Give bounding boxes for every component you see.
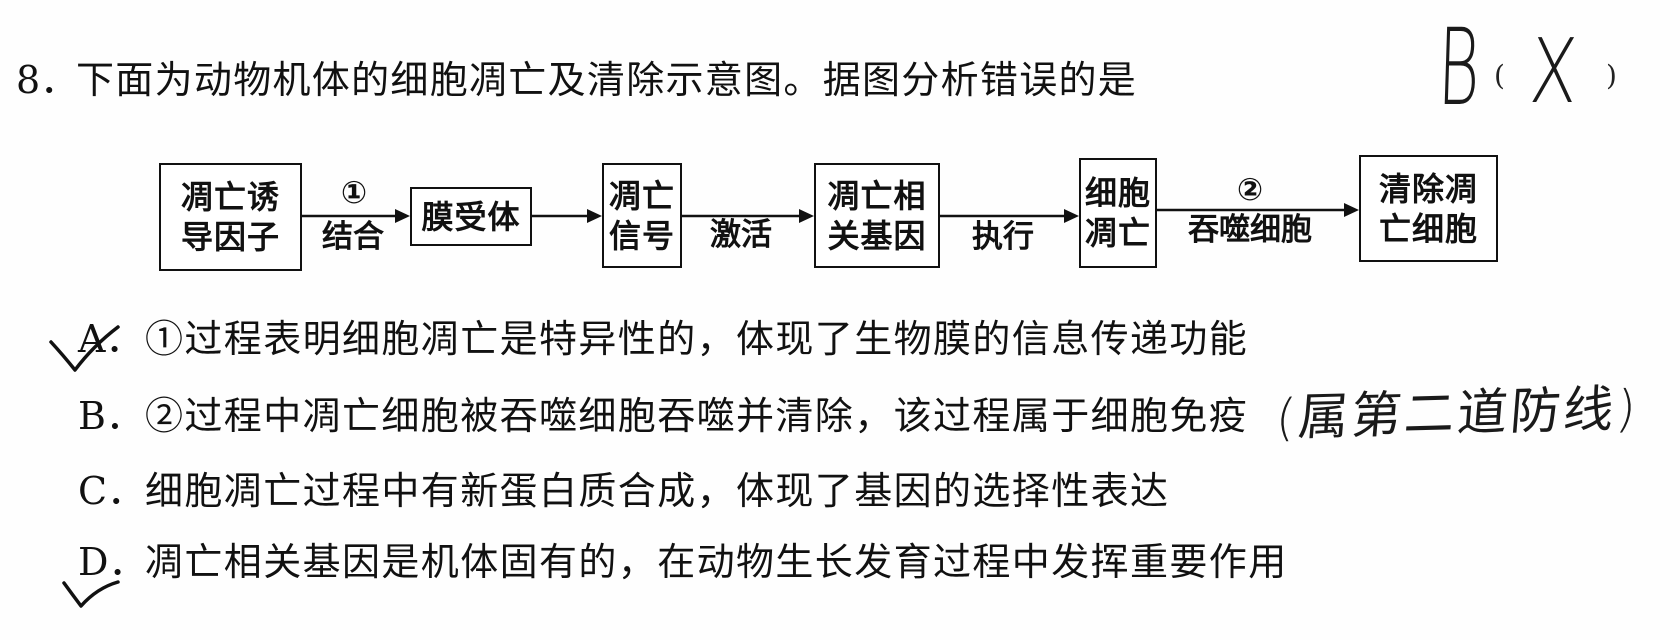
node-label-line: 凋亡 — [1084, 214, 1151, 252]
checkmark-icon — [62, 580, 120, 608]
option-label: D． — [78, 540, 147, 584]
node-cell-apoptosis: 细胞 凋亡 — [1079, 158, 1157, 268]
node-label-line: 凋亡诱 — [180, 178, 280, 216]
node-label-line: 清除凋 — [1378, 169, 1478, 208]
node-clear-apoptotic-cells: 清除凋 亡细胞 — [1359, 155, 1498, 262]
option-b: B． ②过程中凋亡细胞被吞噬细胞吞噬并清除，该过程属于细胞免疫 — [78, 393, 1248, 439]
option-d: D． 凋亡相关基因是机体固有的，在动物生长发育过程中发挥重要作用 — [78, 539, 1288, 585]
node-label-line: 关基因 — [827, 216, 927, 255]
option-text: ①过程表明细胞凋亡是特异性的，体现了生物膜的信息传递功能 — [145, 317, 1249, 361]
option-label: B． — [78, 394, 144, 438]
option-text: ②过程中凋亡细胞被吞噬细胞吞噬并清除，该过程属于细胞免疫 — [145, 394, 1249, 438]
node-apoptosis-signal: 凋亡 信号 — [602, 163, 682, 268]
node-label-line: 亡细胞 — [1378, 209, 1478, 248]
node-label-line: 凋亡相 — [827, 176, 927, 215]
handwritten-note: (属第二道防线) — [1273, 379, 1642, 448]
edge-step-1-marker: ① — [340, 175, 368, 211]
option-text: 细胞凋亡过程中有新蛋白质合成，体现了基因的选择性表达 — [145, 469, 1170, 513]
node-label-line: 凋亡 — [608, 176, 675, 215]
option-a: A． ①过程表明细胞凋亡是特异性的，体现了生物膜的信息传递功能 — [78, 316, 1248, 362]
option-label: C． — [78, 469, 146, 513]
question-number: 8． — [16, 58, 79, 102]
flow-diagram: 凋亡诱 导因子 膜受体 凋亡 信号 凋亡相 关基因 细胞 凋亡 清除凋 亡细胞 … — [0, 0, 1680, 300]
node-apoptosis-inducer: 凋亡诱 导因子 — [159, 163, 302, 271]
option-text: 凋亡相关基因是机体固有的，在动物生长发育过程中发挥重要作用 — [145, 540, 1288, 584]
edge-label-phagocyte: 吞噬细胞 — [1188, 212, 1312, 248]
answer-bracket-close: ) — [1606, 59, 1617, 92]
option-c: C． 细胞凋亡过程中有新蛋白质合成，体现了基因的选择性表达 — [78, 468, 1169, 514]
edge-step-2-marker: ② — [1236, 172, 1264, 208]
answer-bracket-open: ( — [1494, 59, 1505, 92]
question-stem: 下面为动物机体的细胞凋亡及清除示意图。据图分析错误的是 — [76, 58, 1138, 102]
edge-label-bind: 结合 — [322, 219, 384, 255]
node-label-line: 细胞 — [1084, 174, 1151, 212]
arrow-2 — [532, 209, 602, 223]
node-membrane-receptor: 膜受体 — [410, 187, 532, 246]
edge-label-activate: 激活 — [710, 217, 772, 253]
option-label: A． — [78, 317, 144, 361]
edge-label-execute: 执行 — [972, 219, 1034, 255]
node-apoptosis-genes: 凋亡相 关基因 — [814, 163, 940, 268]
node-label-line: 膜受体 — [421, 197, 521, 236]
node-label-line: 导因子 — [180, 218, 280, 256]
node-label-line: 信号 — [608, 216, 675, 255]
